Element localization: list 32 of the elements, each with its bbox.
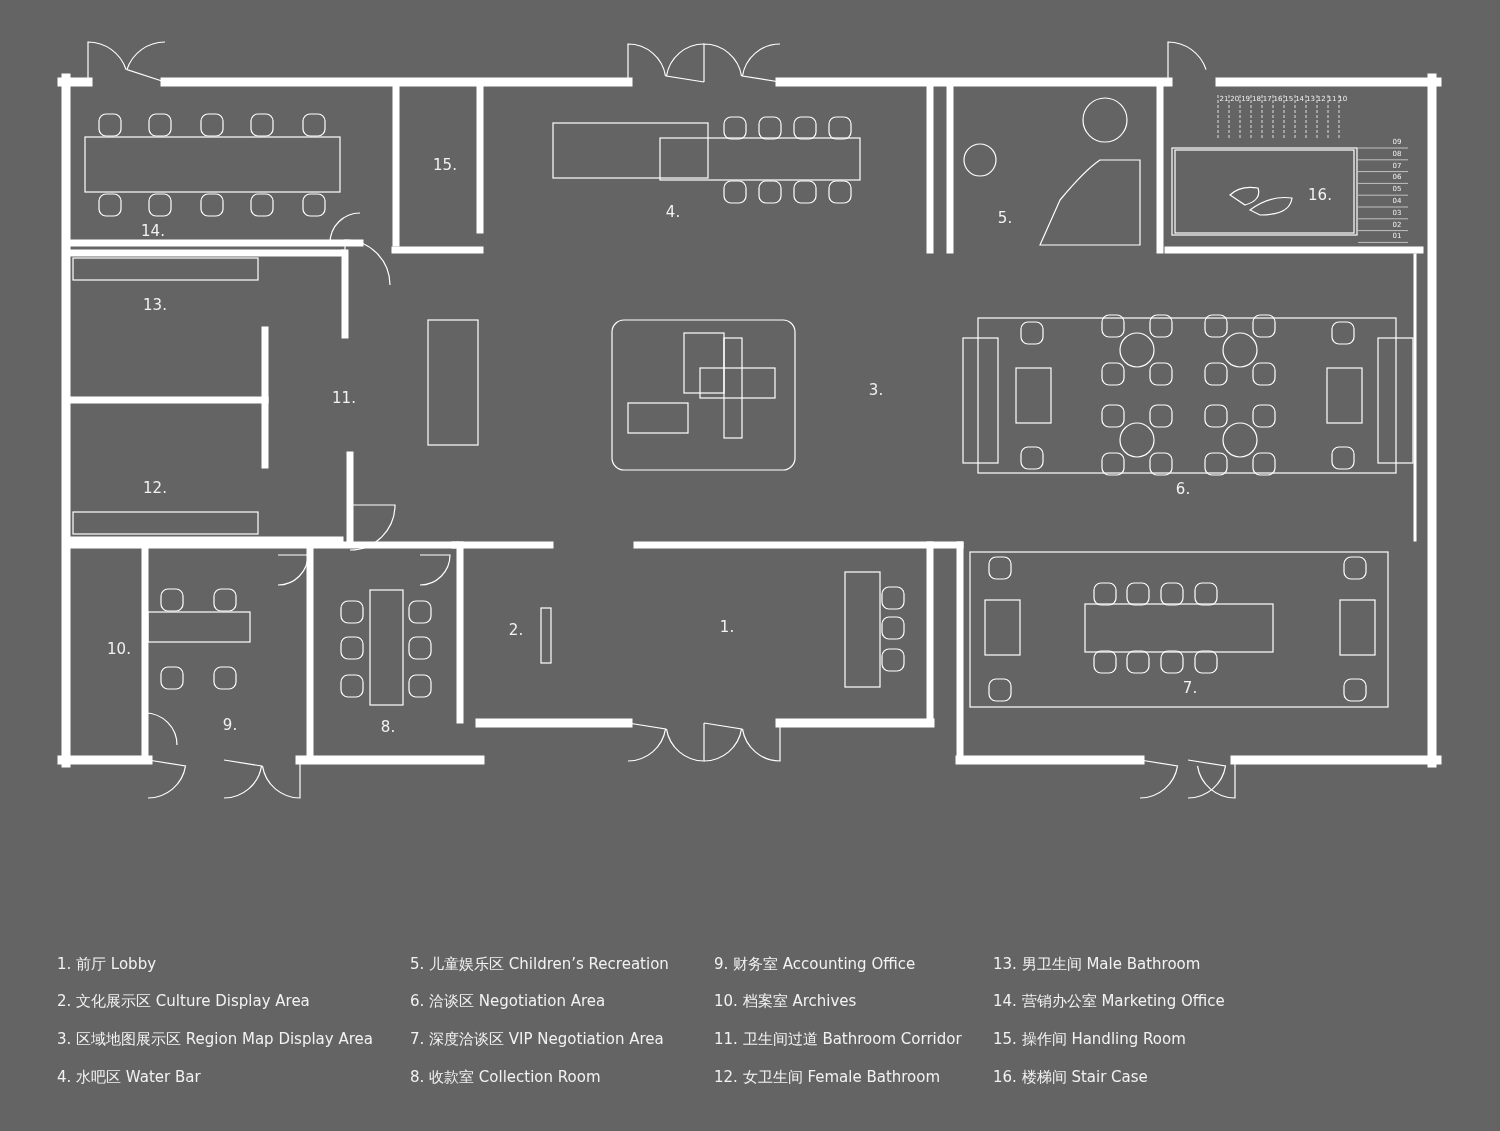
room-legend-entry: 7. 深度洽谈区 VIP Negotiation Area (410, 1031, 664, 1047)
callout-number: 6. (1175, 481, 1191, 497)
room-legend-entry: 2. 文化展示区 Culture Display Area (57, 993, 310, 1009)
room-legend-entry: 10. 档案室 Archives (714, 993, 857, 1009)
room-legend-entry: 6. 洽谈区 Negotiation Area (410, 993, 606, 1009)
room-legend-entry: 13. 男卫生间 Male Bathroom (993, 956, 1201, 972)
callout-number: 15. (433, 157, 457, 173)
room-legend-entry: 8. 收款室 Collection Room (410, 1069, 601, 1085)
room-legend-entry: 12. 女卫生间 Female Bathroom (714, 1069, 941, 1085)
room-legend-entry: 1. 前厅 Lobby (57, 956, 157, 972)
callout-number: 14. (141, 223, 165, 239)
room-legend-entry: 9. 财务室 Accounting Office (714, 956, 916, 972)
room-legend-entry: 5. 儿童娱乐区 Children’s Recreation (410, 956, 669, 972)
room-legend-entry: 4. 水吧区 Water Bar (57, 1069, 201, 1085)
callout-number: 3. (868, 382, 884, 398)
room-legend-entry: 15. 操作间 Handling Room (993, 1031, 1186, 1047)
callout-number: 9. (222, 717, 238, 733)
callout-number: 4. (665, 204, 681, 220)
callout-number: 2. (508, 622, 524, 638)
callout-number: 11. (332, 390, 356, 406)
room-legend-entry: 11. 卫生间过道 Bathroom Corridor (714, 1031, 962, 1047)
callout-number: 5. (997, 210, 1013, 226)
callout-number: 8. (380, 719, 396, 735)
room-legend-entry: 3. 区域地图展示区 Region Map Display Area (57, 1031, 373, 1047)
callout-number: 10. (107, 641, 131, 657)
callout-number: 12. (143, 480, 167, 496)
room-legend-entry: 14. 营销办公室 Marketing Office (993, 993, 1225, 1009)
callout-number: 7. (1182, 680, 1198, 696)
room-legend-entry: 16. 楼梯间 Stair Case (993, 1069, 1148, 1085)
callout-number: 16. (1308, 187, 1332, 203)
callout-number: 1. (719, 619, 735, 635)
callout-number: 13. (143, 297, 167, 313)
